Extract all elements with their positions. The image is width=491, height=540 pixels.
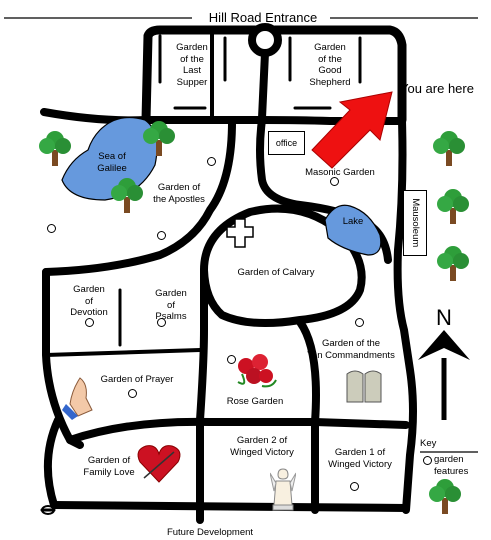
garden-feature-marker — [157, 231, 166, 240]
garden-feature-marker — [128, 389, 137, 398]
area-label-line: of the — [318, 53, 342, 65]
area-label-rose: Rose Garden — [220, 396, 290, 408]
area-label-line: Supper — [176, 76, 208, 88]
north-label: N — [436, 305, 452, 330]
area-label-line: the Apostles — [153, 193, 205, 205]
area-label-line: Garden — [314, 42, 346, 53]
garden-feature-marker — [157, 318, 166, 327]
area-label-lake: Lake — [338, 216, 368, 228]
legend-title: Key — [420, 438, 437, 449]
garden-feature-marker — [355, 318, 364, 327]
garden-feature-marker — [350, 482, 359, 491]
area-label-line: Garden — [73, 284, 105, 295]
area-label-line: Masonic Garden — [305, 167, 375, 178]
area-label-line: Garden of Calvary — [237, 267, 315, 278]
area-label-line: Ten Commandments — [307, 349, 395, 361]
lake-water — [324, 204, 382, 256]
area-label-line: Lake — [342, 216, 364, 227]
cross-icon — [226, 218, 254, 248]
area-label-line: Mausoleum — [409, 198, 421, 248]
area-label-line: Devotion — [70, 307, 108, 318]
area-label-line: Garden 1 of — [334, 447, 386, 458]
roses-icon — [237, 354, 277, 388]
area-label-line: of — [167, 299, 175, 311]
sea-of-galilee-water — [61, 117, 158, 201]
legend-feature-marker — [423, 456, 432, 465]
area-label-prayer: Garden of Prayer — [92, 374, 182, 386]
legend-feature-line: garden — [434, 454, 464, 465]
area-label-mausoleum: Mausoleum — [409, 191, 421, 255]
area-label-line: Garden — [176, 42, 208, 53]
area-label-line: Psalms — [155, 311, 187, 322]
area-label-line: Garden 2 of — [236, 435, 288, 446]
tree-icon — [437, 189, 469, 224]
tree-icon — [429, 479, 461, 514]
future-development-label: Future Development — [166, 527, 254, 538]
area-label-line: Family Love — [83, 466, 135, 478]
north-arrow-icon — [418, 330, 470, 420]
office-box: office — [268, 131, 305, 155]
area-label-line: of — [85, 295, 93, 307]
garden-feature-marker — [330, 177, 339, 186]
garden-feature-marker — [47, 224, 56, 233]
area-label-office: office — [276, 138, 297, 148]
area-label-line: Garden of — [157, 182, 201, 193]
area-label-line: Sea of — [98, 151, 126, 162]
mausoleum-box: Mausoleum — [403, 190, 427, 256]
tablets-icon — [346, 370, 382, 403]
area-label-line: Garden of — [87, 455, 131, 466]
area-label-line: Garden of Prayer — [100, 374, 174, 385]
tree-icon — [111, 178, 143, 213]
praying-hands-icon — [62, 377, 93, 420]
area-label-calvary: Garden of Calvary — [226, 267, 326, 279]
area-label-line: Winged Victory — [328, 458, 392, 470]
area-label-line: Shepherd — [309, 76, 351, 88]
area-label-line: Garden — [155, 288, 187, 299]
area-label-line: Garden of the — [321, 338, 381, 349]
you-are-here-label: You are here — [400, 81, 474, 96]
area-label-line: Rose Garden — [226, 396, 284, 407]
area-label-line: office — [275, 138, 298, 148]
area-label-line: Winged Victory — [230, 446, 294, 458]
you-are-here-arrow — [311, 91, 393, 169]
area-label-line: Good — [318, 65, 342, 76]
area-label-masonic: Masonic Garden — [300, 167, 380, 179]
entrance-label: Hill Road Entrance — [208, 10, 318, 25]
heart-icon — [137, 445, 181, 483]
area-label-line: of the — [180, 53, 204, 65]
tree-icon — [39, 131, 71, 166]
angel-statue-icon — [270, 468, 296, 511]
tree-icon — [433, 131, 465, 166]
legend-feature-line: features — [434, 465, 469, 477]
area-label-line: Galilee — [97, 162, 127, 174]
tree-icon — [437, 246, 469, 281]
area-label-line: Last — [183, 65, 201, 76]
garden-feature-marker — [227, 355, 236, 364]
tree-icon — [143, 121, 175, 156]
garden-feature-marker — [207, 157, 216, 166]
garden-feature-marker — [85, 318, 94, 327]
